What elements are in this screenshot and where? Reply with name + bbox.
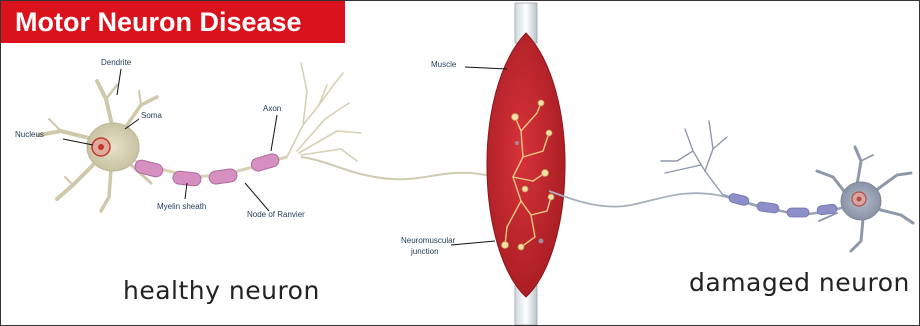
- ranvier-leader: [245, 183, 269, 211]
- healthy-long-axon: [301, 157, 513, 179]
- healthy-nucleolus: [98, 144, 104, 150]
- damaged-neuron: [661, 121, 913, 251]
- nmj-leader: [451, 241, 495, 245]
- muscle-belly: [487, 33, 565, 297]
- label-node-of-ranvier: Node of Ranvier: [247, 210, 305, 219]
- label-axon: Axon: [263, 104, 281, 113]
- label-junction: junction: [410, 247, 439, 256]
- healthy-myelin-sheaths: [134, 152, 281, 186]
- label-dendrite: Dendrite: [101, 58, 132, 67]
- damaged-nucleolus: [857, 197, 862, 202]
- healthy-neuron: [39, 63, 513, 211]
- damaged-myelin-sheaths: [728, 193, 838, 217]
- dendrite-leader: [117, 69, 121, 95]
- title-banner: Motor Neuron Disease: [1, 1, 345, 43]
- label-myelin-sheath: Myelin sheath: [157, 202, 206, 211]
- axon-leader: [271, 115, 277, 151]
- caption-healthy-neuron: healthy neuron: [123, 276, 320, 305]
- healthy-axon-terminals: [287, 63, 361, 161]
- label-muscle: Muscle: [431, 60, 457, 69]
- label-soma: Soma: [141, 111, 162, 120]
- label-neuromuscular: Neuromuscular: [401, 236, 456, 245]
- muscle-leader: [465, 67, 507, 69]
- label-nucleus: Nucleus: [15, 130, 44, 139]
- caption-damaged-neuron: damaged neuron: [689, 268, 910, 297]
- damaged-axon-terminals: [661, 121, 727, 195]
